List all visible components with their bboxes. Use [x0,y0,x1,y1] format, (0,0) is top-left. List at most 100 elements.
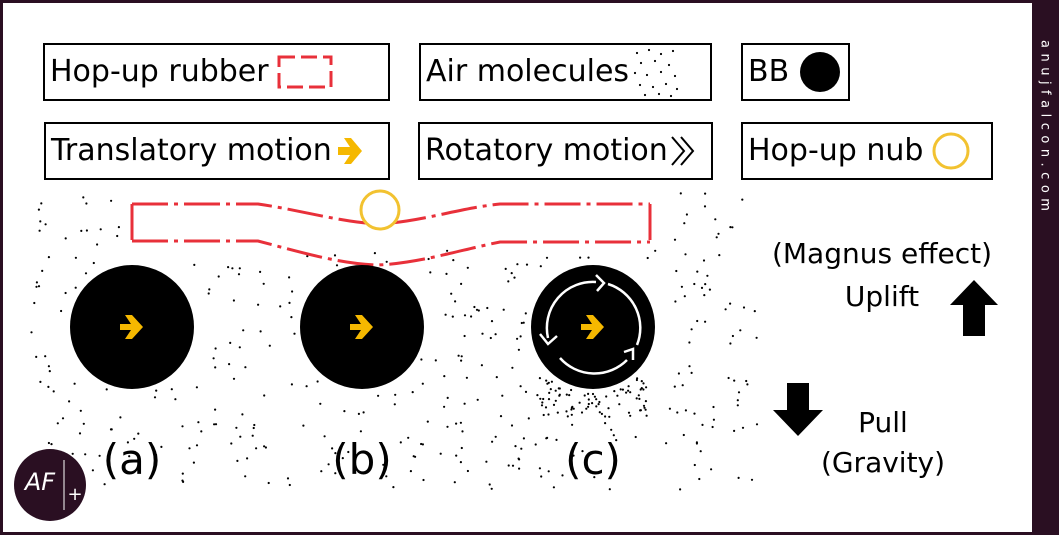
air-molecule [382,463,385,466]
air-molecule [587,398,590,401]
air-molecule [693,463,696,467]
air-molecule [451,315,454,318]
air-molecule [516,263,519,266]
air-molecule [181,425,184,428]
air-molecule [52,390,55,393]
air-molecule [741,426,745,429]
arrow-down-icon [773,383,823,436]
air-molecule [684,409,688,412]
air-molecule [237,273,241,276]
air-molecule [454,300,457,303]
air-molecule [642,388,645,391]
air-molecule [246,457,249,460]
air-molecule [343,410,346,413]
air-molecule [232,299,235,302]
air-molecule [267,481,270,485]
air-molecule [682,433,685,437]
air-molecule [188,447,191,450]
air-molecule [510,272,513,275]
air-molecule [47,365,51,368]
air-molecule [495,376,498,379]
air-molecule [490,487,493,490]
diagram-canvas: (a) (b) (c) (Magnus effect) Uplift Pull … [14,189,998,521]
air-molecule [570,388,573,392]
air-molecule [182,480,185,483]
brand-watermark: anujfalcon.com [1037,40,1053,217]
air-molecule [739,329,742,332]
air-molecule [546,436,549,439]
air-molecule [37,285,41,288]
air-molecule [443,375,446,378]
air-molecule [514,445,517,448]
air-molecule [522,437,526,440]
air-molecule [520,321,523,325]
air-molecule [698,477,701,481]
magnus-effect-label: (Magnus effect) [772,237,992,270]
air-molecule [170,388,173,391]
air-molecule [680,285,684,288]
hop-up-nub [359,189,401,231]
air-molecule [635,378,639,382]
air-molecule [708,288,712,291]
air-molecule [753,310,756,313]
air-molecule [252,426,255,430]
air-molecule [712,418,716,421]
air-molecule [750,478,754,481]
legend-hop-up-rubber-label: Hop-up rubber [50,54,269,89]
rotatory-motion-icon [539,274,642,375]
air-molecule [47,441,51,445]
air-molecule [718,254,721,257]
air-molecule [446,249,449,252]
air-molecule [200,430,203,433]
air-molecule [548,391,551,394]
air-molecule [334,452,337,455]
air-molecule [700,286,704,289]
air-molecule [640,387,643,390]
air-molecule [460,446,463,450]
air-molecule [64,291,67,295]
air-molecule [616,394,619,397]
air-molecule [35,281,39,284]
air-molecule [399,441,402,444]
air-molecule [742,306,746,309]
air-molecule [263,445,266,448]
air-molecule [540,475,543,478]
air-molecule [591,392,595,396]
air-molecule [47,256,51,259]
air-molecule [693,282,696,286]
air-molecule [214,347,217,350]
air-molecule [444,313,447,316]
air-molecule [228,363,231,366]
air-molecule [153,396,157,399]
air-molecule [516,337,519,340]
air-molecule [511,366,514,369]
air-molecule [214,366,217,369]
air-molecule [263,394,266,397]
air-molecule [636,377,639,380]
panel-label-c: (c) [565,435,621,484]
air-molecule [604,422,607,425]
air-molecule [502,308,505,311]
air-molecule [333,254,337,257]
air-molecule [583,394,586,397]
air-molecule [116,234,119,238]
logo-plus: + [67,484,82,505]
air-molecule [519,335,522,338]
air-molecule [755,423,759,426]
air-molecule [306,255,309,258]
air-molecule [494,435,497,438]
air-molecule [110,199,113,202]
air-molecule [579,256,582,259]
air-molecule [690,371,693,374]
air-molecule [674,300,677,303]
legend-bb: BB [741,43,850,101]
air-molecule [238,267,241,270]
air-molecule [597,403,600,406]
air-molecule [717,232,720,235]
air-molecule [434,359,437,362]
air-molecule [585,407,588,410]
air-molecule [561,474,564,477]
air-molecule [331,447,334,450]
air-molecule [155,453,158,457]
air-molecule [84,453,87,456]
